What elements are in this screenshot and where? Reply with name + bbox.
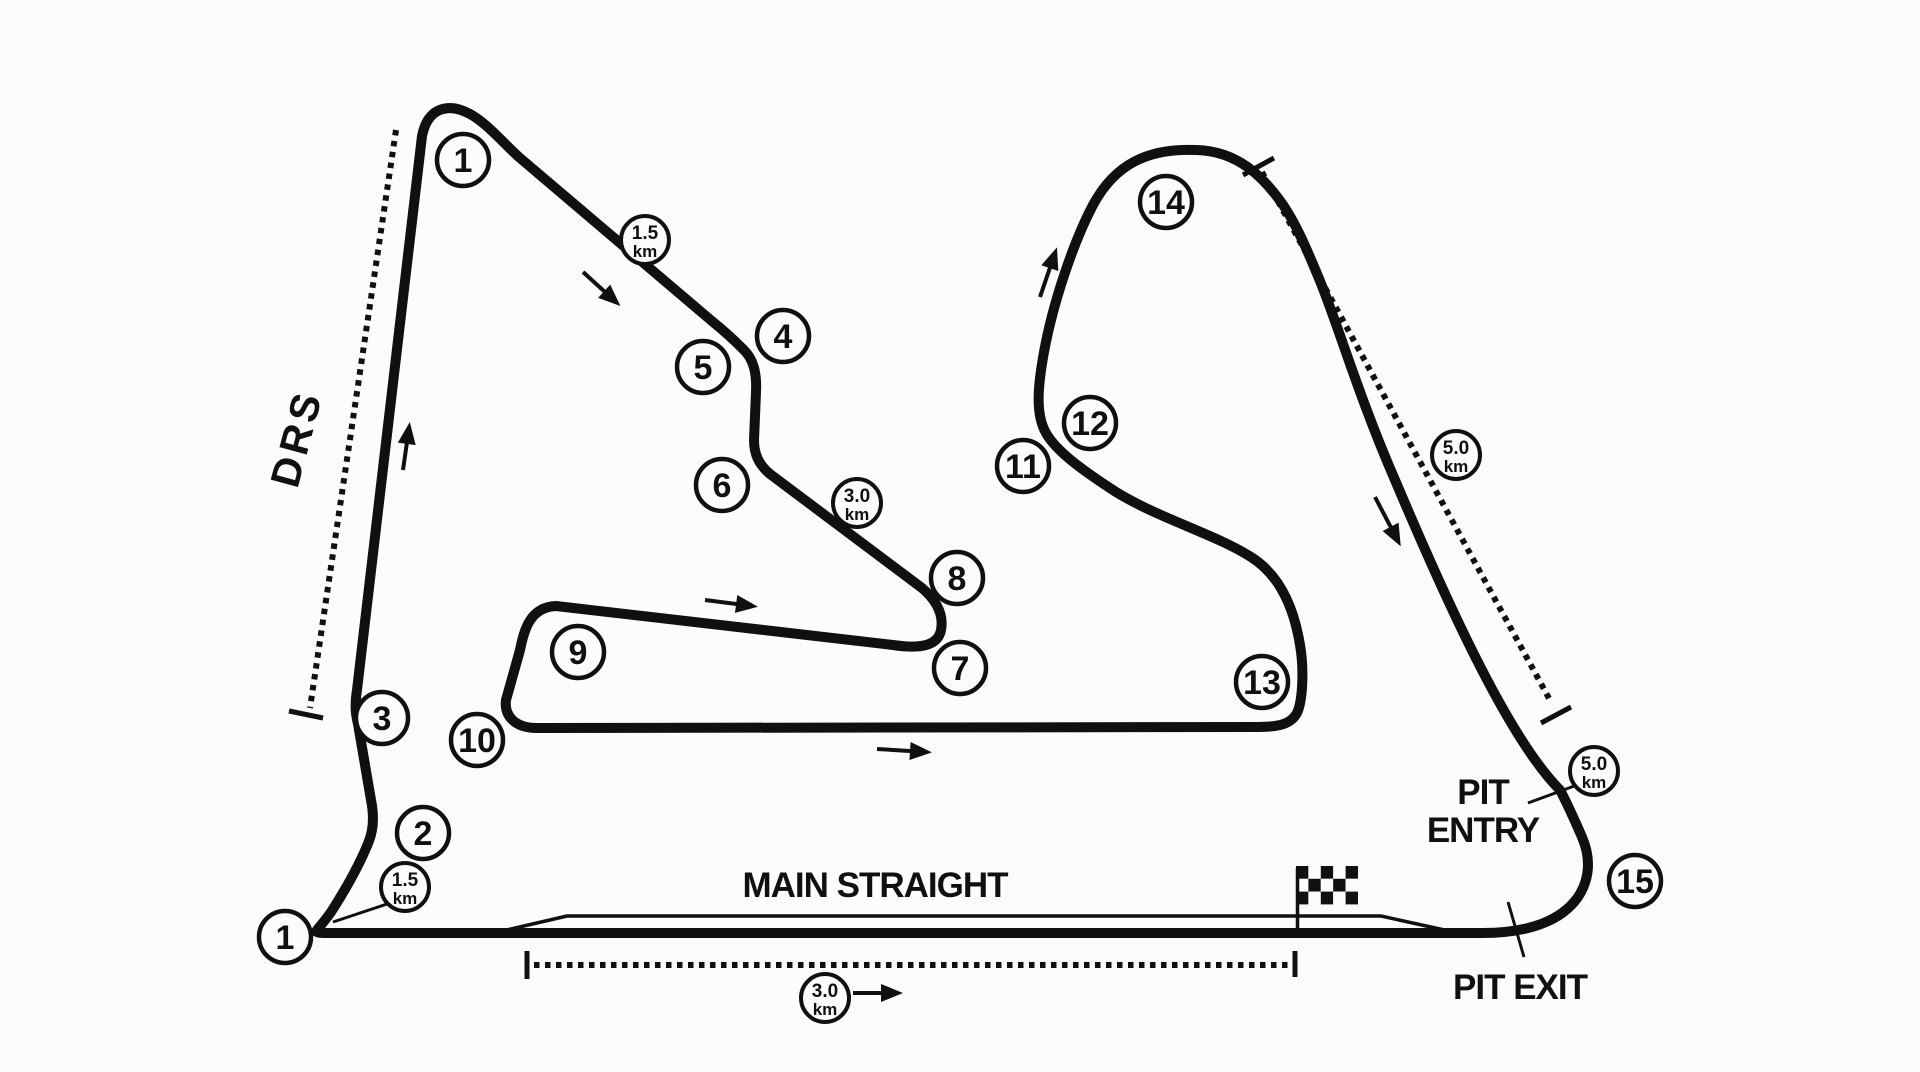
distance-marker-3.0km: 3.0km	[831, 477, 883, 529]
corner-marker-6: 6	[693, 456, 751, 514]
corner-marker-13: 13	[1233, 653, 1291, 711]
corner-marker-7: 7	[931, 639, 989, 697]
svg-text:km: km	[813, 1000, 838, 1019]
corner-marker-15: 15	[1606, 852, 1664, 910]
drs-zone-bottom-dotted-line	[524, 951, 1298, 979]
pit-entry-leader-line	[1527, 783, 1578, 805]
svg-text:km: km	[1582, 773, 1607, 792]
pit-entry-label-line1: PIT	[1457, 773, 1509, 812]
corner-marker-10: 10	[448, 711, 506, 769]
pit-lane	[497, 914, 1450, 934]
corner-marker-5: 5	[674, 338, 732, 396]
corner-marker-1: 1	[434, 131, 492, 189]
svg-text:3.0: 3.0	[844, 486, 870, 507]
arrow-icon	[581, 270, 621, 307]
pit-exit-tick	[1506, 901, 1526, 958]
direction-arrows	[397, 247, 1401, 1002]
arrow-icon	[704, 595, 758, 613]
svg-text:1.5: 1.5	[392, 870, 419, 891]
svg-text:1: 1	[454, 142, 473, 180]
drs-label: DRS	[262, 385, 332, 492]
svg-text:3.0: 3.0	[812, 981, 838, 1002]
svg-text:8: 8	[948, 560, 967, 598]
corner-marker-4: 4	[754, 307, 812, 365]
arrow-icon	[876, 742, 932, 761]
svg-text:4: 4	[774, 318, 793, 356]
corner-marker-12: 12	[1061, 394, 1119, 452]
corner-marker-11: 11	[994, 437, 1052, 495]
svg-text:12: 12	[1071, 405, 1109, 443]
pit-exit-label: PIT EXIT	[1453, 968, 1588, 1007]
checkered-flag-icon	[1295, 866, 1358, 932]
corner-marker-14: 14	[1137, 173, 1195, 231]
distance-marker-1.5km: 1.5km	[379, 861, 431, 913]
svg-text:km: km	[845, 505, 870, 524]
svg-text:10: 10	[458, 722, 496, 760]
svg-text:5: 5	[694, 349, 713, 387]
drs-zone-right-dotted-line	[1241, 155, 1573, 726]
distance-marker-3.0km: 3.0km	[799, 972, 851, 1024]
distance-marker-5.0km: 5.0km	[1568, 745, 1620, 797]
svg-text:9: 9	[569, 634, 588, 672]
drs-zone-left-dotted-line	[288, 129, 399, 721]
corner-marker-3: 3	[353, 689, 411, 747]
svg-text:15: 15	[1616, 863, 1654, 901]
svg-text:3: 3	[373, 700, 392, 738]
svg-text:1.5: 1.5	[632, 223, 659, 244]
svg-text:13: 13	[1243, 664, 1281, 702]
svg-text:11: 11	[1005, 448, 1041, 486]
svg-text:5.0: 5.0	[1581, 754, 1607, 775]
svg-text:km: km	[633, 242, 658, 261]
arrow-icon	[1373, 496, 1401, 547]
track-outline	[311, 103, 1593, 938]
svg-text:6: 6	[713, 467, 732, 505]
svg-text:7: 7	[951, 650, 970, 688]
distance-marker-1.5km: 1.5km	[619, 214, 671, 266]
corner-marker-8: 8	[928, 549, 986, 607]
svg-text:2: 2	[414, 815, 433, 853]
corner-marker-9: 9	[549, 623, 607, 681]
arrow-icon	[397, 422, 416, 471]
arrow-icon	[1038, 247, 1059, 298]
svg-text:5.0: 5.0	[1443, 438, 1469, 459]
svg-text:14: 14	[1147, 184, 1185, 222]
main-straight-label: MAIN STRAIGHT	[742, 866, 1008, 905]
svg-text:1: 1	[276, 919, 295, 957]
corner-marker-2: 2	[394, 804, 452, 862]
svg-text:km: km	[1444, 457, 1469, 476]
corner-marker-1: 1	[256, 908, 314, 966]
pit-entry-label-line2: ENTRY	[1427, 811, 1540, 850]
distance-marker-5.0km: 5.0km	[1430, 429, 1482, 481]
svg-text:km: km	[393, 889, 418, 908]
km-1-5-leader-line	[332, 901, 391, 924]
